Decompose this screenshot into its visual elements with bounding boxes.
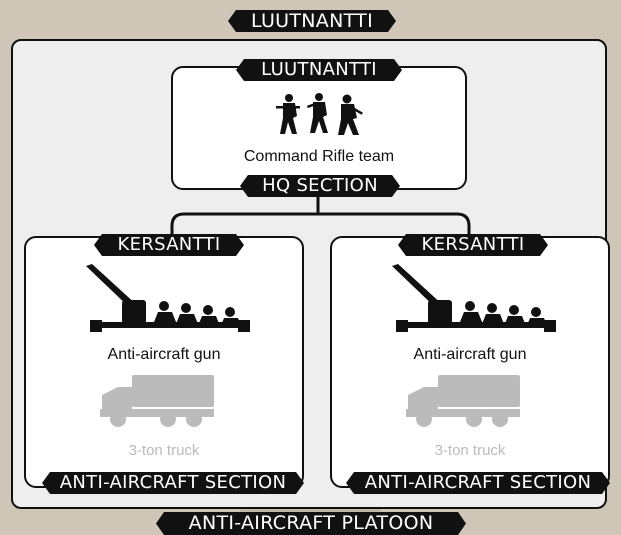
truck-label-2: 3-ton truck: [434, 442, 506, 459]
anti-aircraft-gun-icon: [86, 264, 250, 332]
gun-label-1: Anti-aircraft gun: [107, 346, 221, 363]
platoon-name-banner: ANTI-AIRCRAFT PLATOON: [156, 512, 466, 535]
anti-aircraft-section-box-2: KERSANTTI Anti-aircraft gun: [330, 236, 610, 488]
hq-section-banner: HQ SECTION: [240, 175, 400, 197]
hq-unit-label: Command Rifle team: [243, 148, 395, 165]
truck-label-1: 3-ton truck: [128, 442, 200, 459]
hq-section-box: LUUTNANTTI Command Rifle team HQ SECTION: [171, 66, 467, 190]
platoon-commander-banner: LUUTNANTTI: [228, 10, 396, 32]
section-name-banner-2: ANTI-AIRCRAFT SECTION: [346, 472, 610, 494]
section-rank-banner-2: KERSANTTI: [398, 234, 548, 256]
truck-icon: [100, 375, 214, 427]
anti-aircraft-section-box-1: KERSANTTI Anti-aircraft gun: [24, 236, 304, 488]
section-name-banner-1: ANTI-AIRCRAFT SECTION: [42, 472, 304, 494]
section-rank-banner-1: KERSANTTI: [94, 234, 244, 256]
anti-aircraft-gun-icon: [392, 264, 556, 332]
rifle-team-icon: [276, 93, 363, 135]
gun-label-2: Anti-aircraft gun: [413, 346, 527, 363]
hq-rank-banner: LUUTNANTTI: [236, 59, 402, 81]
truck-icon: [406, 375, 520, 427]
